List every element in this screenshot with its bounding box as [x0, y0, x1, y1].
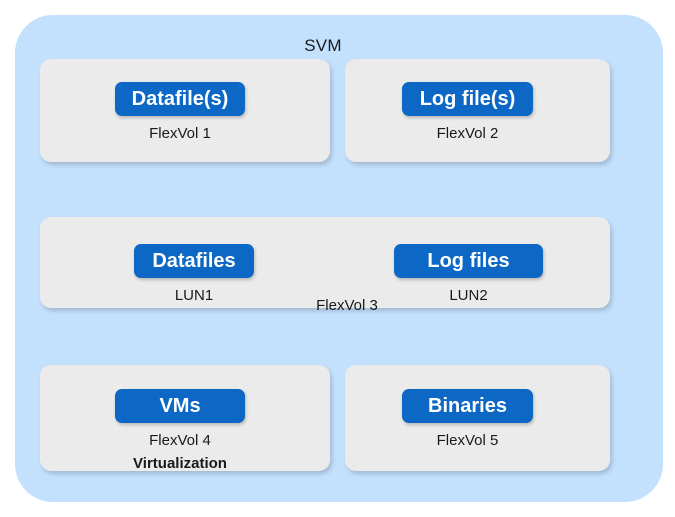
badge-vms[interactable]: VMs — [115, 389, 245, 423]
flexvol-4-label: FlexVol 4 — [149, 432, 211, 449]
virtualization-note: Virtualization — [133, 455, 227, 472]
flexvol-1-label: FlexVol 1 — [149, 125, 211, 142]
flexvol-2-label: FlexVol 2 — [436, 125, 499, 142]
badge-logfiles-lun[interactable]: Log files — [394, 244, 543, 278]
lun-2-label: LUN2 — [449, 287, 488, 304]
badge-binaries[interactable]: Binaries — [402, 389, 533, 423]
svm-container: SVM Datafile(s) FlexVol 1 Log file(s) Fl… — [15, 15, 663, 502]
badge-logfiles-single[interactable]: Log file(s) — [402, 82, 533, 116]
lun-1-label: LUN1 — [174, 287, 214, 304]
badge-datafiles-lun[interactable]: Datafiles — [134, 244, 254, 278]
svm-title: SVM — [15, 36, 663, 56]
flexvol-3-label: FlexVol 3 — [316, 297, 378, 314]
svm-title-text: SVM — [304, 36, 342, 55]
flexvol-5-label: FlexVol 5 — [436, 432, 499, 449]
badge-datafiles-single[interactable]: Datafile(s) — [115, 82, 245, 116]
